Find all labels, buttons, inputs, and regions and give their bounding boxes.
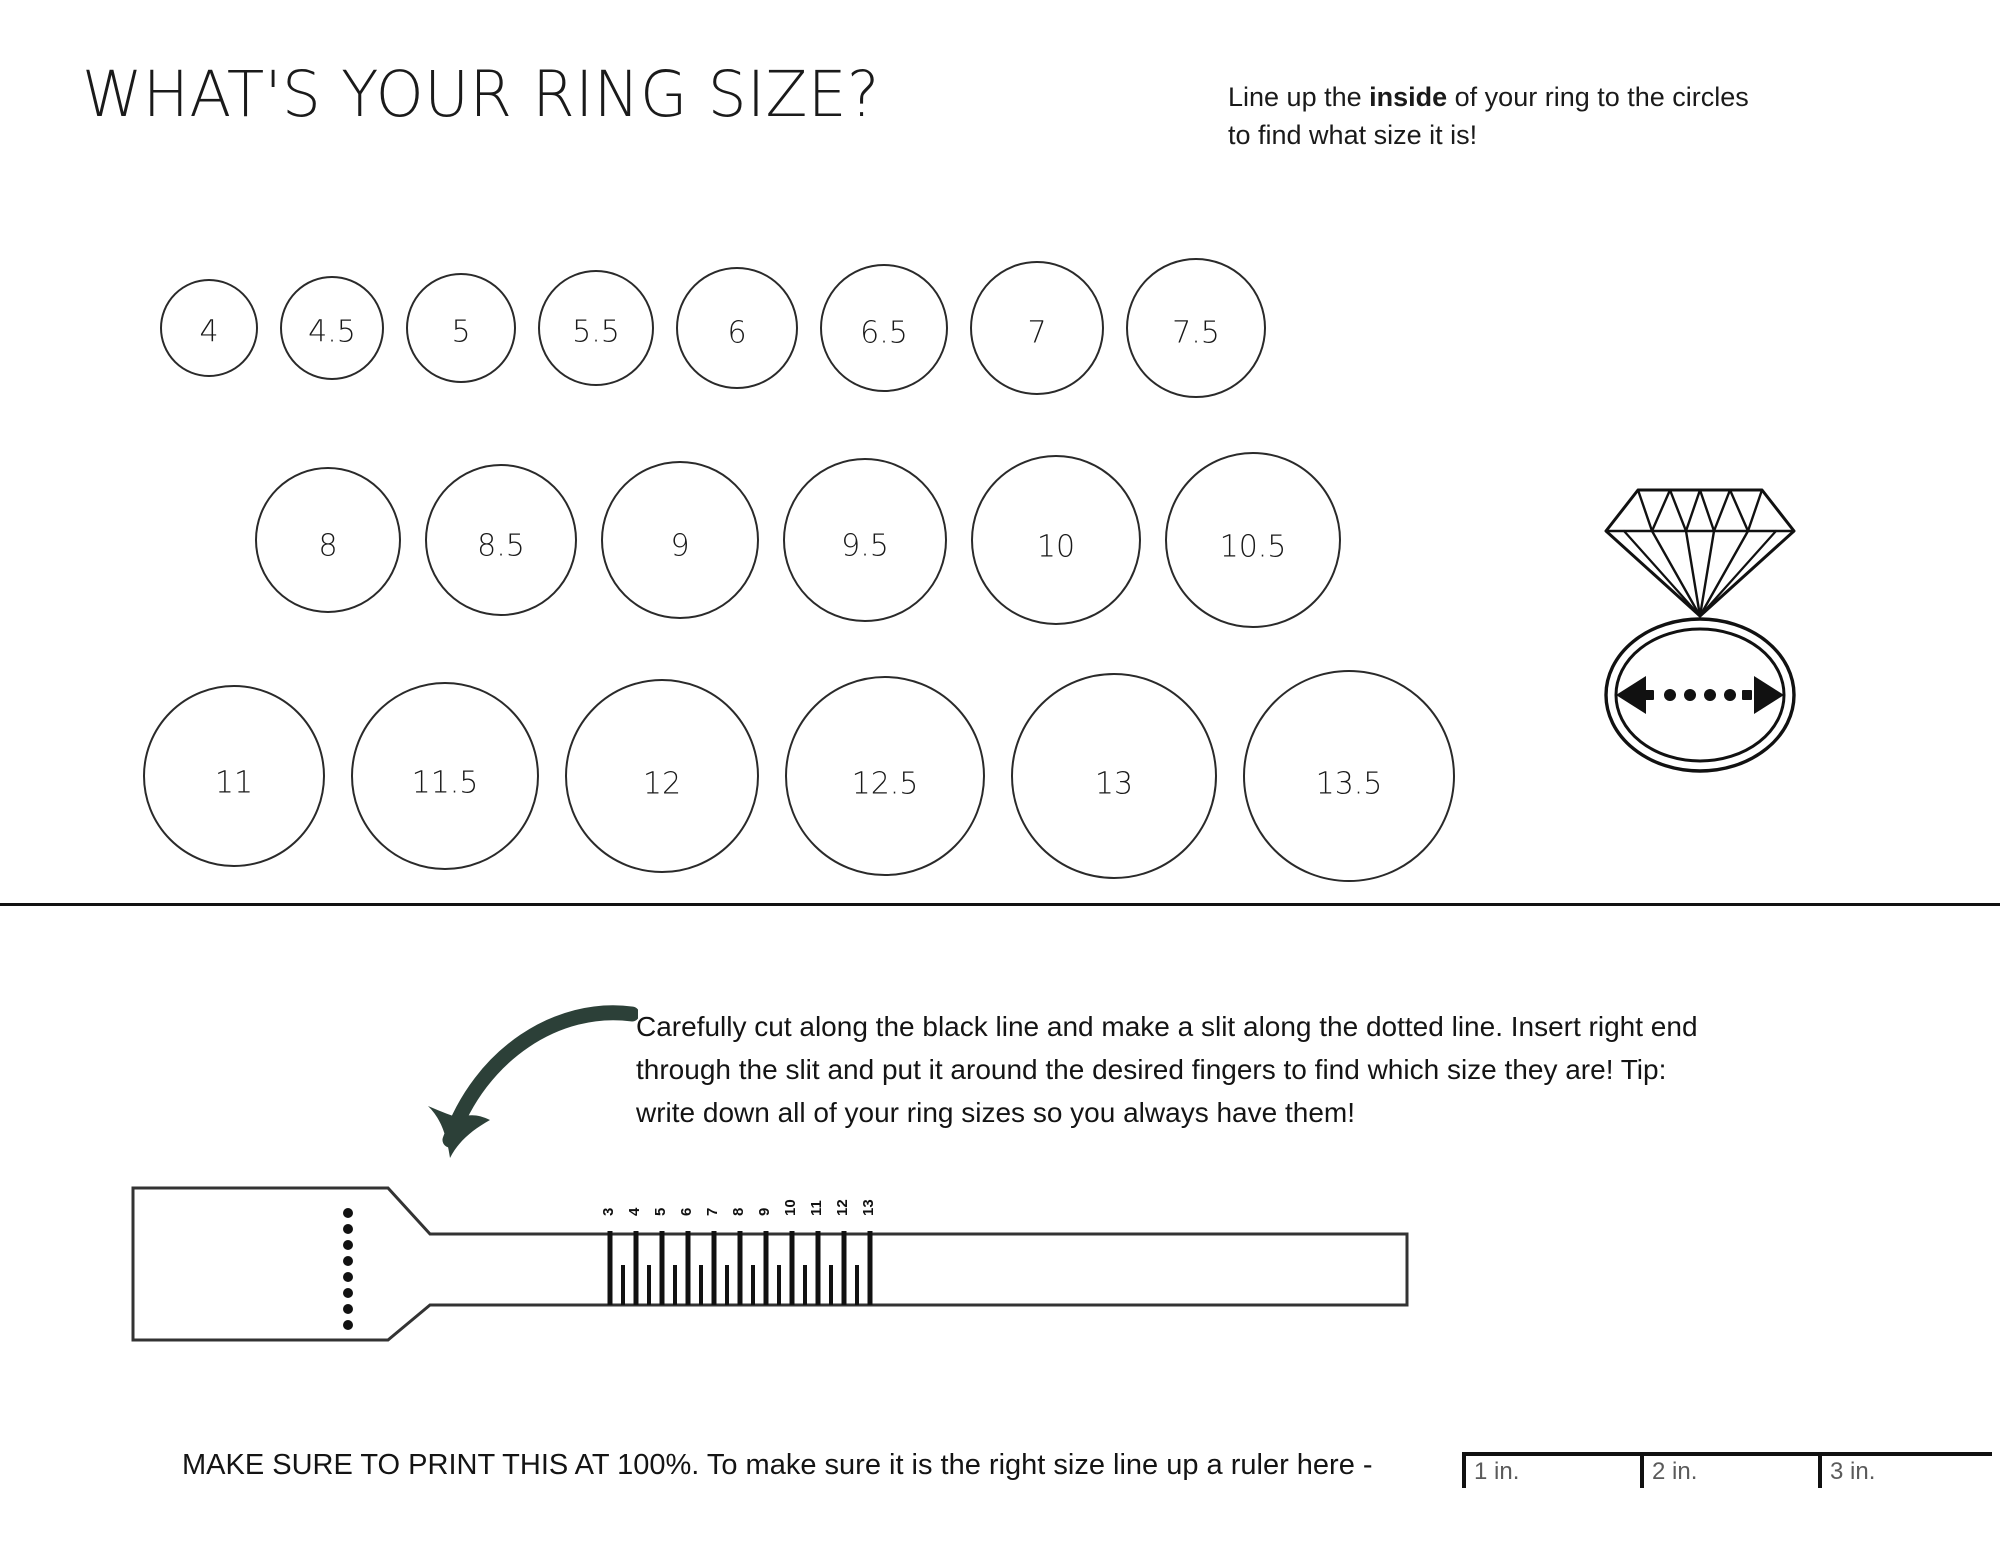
ring-size-circle-10.5: 10.5 xyxy=(1165,452,1341,628)
ring-size-label: 11 xyxy=(214,765,254,801)
ring-size-label: 13 xyxy=(1094,766,1134,802)
ring-size-circle-11.5: 11.5 xyxy=(351,682,539,870)
ring-size-label: 5 xyxy=(451,314,471,350)
ring-size-row-1: 4 4.5 5 5.5 6 6.5 7 7.5 xyxy=(160,258,1266,398)
print-scale-note: MAKE SURE TO PRINT THIS AT 100%. To make… xyxy=(182,1449,1373,1481)
ring-size-label: 5.5 xyxy=(572,314,620,350)
ring-size-label: 4 xyxy=(199,314,219,350)
ring-size-label: 10 xyxy=(1036,529,1076,565)
ring-size-label: 11.5 xyxy=(411,765,479,801)
ring-size-circle-4: 4 xyxy=(160,279,258,377)
ring-size-circle-9: 9 xyxy=(601,461,759,619)
ring-size-circle-6: 6 xyxy=(676,267,798,389)
ring-size-circle-12.5: 12.5 xyxy=(785,676,985,876)
ring-size-circle-4.5: 4.5 xyxy=(280,276,384,380)
ring-size-circle-13.5: 13.5 xyxy=(1243,670,1455,882)
ring-size-label: 4.5 xyxy=(308,314,356,350)
header-instruction: Line up the inside of your ring to the c… xyxy=(1228,78,1773,155)
ring-size-circle-13: 13 xyxy=(1011,673,1217,879)
ring-size-label: 9.5 xyxy=(841,528,889,564)
ring-size-circle-5: 5 xyxy=(406,273,516,383)
ring-size-label: 8 xyxy=(318,528,338,564)
ring-size-label: 6 xyxy=(727,315,747,351)
ring-size-row-3: 11 11.5 12 12.5 13 13.5 xyxy=(143,670,1455,882)
section-divider xyxy=(0,903,2000,906)
ruler-tick-1 xyxy=(1462,1452,1466,1488)
ring-size-circle-12: 12 xyxy=(565,679,759,873)
ring-size-label: 12.5 xyxy=(851,766,919,802)
ruler-tick-3 xyxy=(1818,1452,1822,1488)
curved-arrow-icon xyxy=(408,992,640,1182)
ruler-label-3: 3 in. xyxy=(1830,1458,1876,1485)
ring-size-circle-7.5: 7.5 xyxy=(1126,258,1266,398)
ring-size-label: 7 xyxy=(1027,315,1047,351)
inch-ruler: 1 in. 2 in. 3 in. xyxy=(1462,1452,1992,1508)
ring-size-label: 8.5 xyxy=(477,528,525,564)
ruler-label-1: 1 in. xyxy=(1474,1458,1520,1485)
page-title: WHAT'S YOUR RING SIZE? xyxy=(82,58,880,131)
ring-size-label: 12 xyxy=(642,766,682,802)
ring-size-circle-6.5: 6.5 xyxy=(820,264,948,392)
ring-size-row-2: 8 8.5 9 9.5 10 10.5 xyxy=(255,452,1341,628)
ruler-tick-2 xyxy=(1640,1452,1644,1488)
diamond-ring-icon xyxy=(1600,468,1800,773)
ring-size-circle-7: 7 xyxy=(970,261,1104,395)
ring-size-circle-8.5: 8.5 xyxy=(425,464,577,616)
cut-instructions-text: Carefully cut along the black line and m… xyxy=(636,1011,1698,1128)
ruler-label-2: 2 in. xyxy=(1652,1458,1698,1485)
header-instruction-part2: of your ring to the circles to find what… xyxy=(1228,82,1749,151)
ring-size-label: 7.5 xyxy=(1172,315,1220,351)
header-instruction-emphasis: inside xyxy=(1369,82,1448,112)
ring-size-circle-9.5: 9.5 xyxy=(783,458,947,622)
ring-size-label: 10.5 xyxy=(1219,529,1287,565)
ring-size-circle-5.5: 5.5 xyxy=(538,270,654,386)
ring-size-circle-10: 10 xyxy=(971,455,1141,625)
ring-size-label: 9 xyxy=(670,528,690,564)
ring-size-circle-8: 8 xyxy=(255,467,401,613)
header-instruction-part1: Line up the xyxy=(1228,82,1370,112)
ring-size-circle-11: 11 xyxy=(143,685,325,867)
ring-size-label: 13.5 xyxy=(1315,766,1383,802)
ring-size-label: 6.5 xyxy=(860,315,908,351)
ruler-baseline xyxy=(1462,1452,1992,1456)
